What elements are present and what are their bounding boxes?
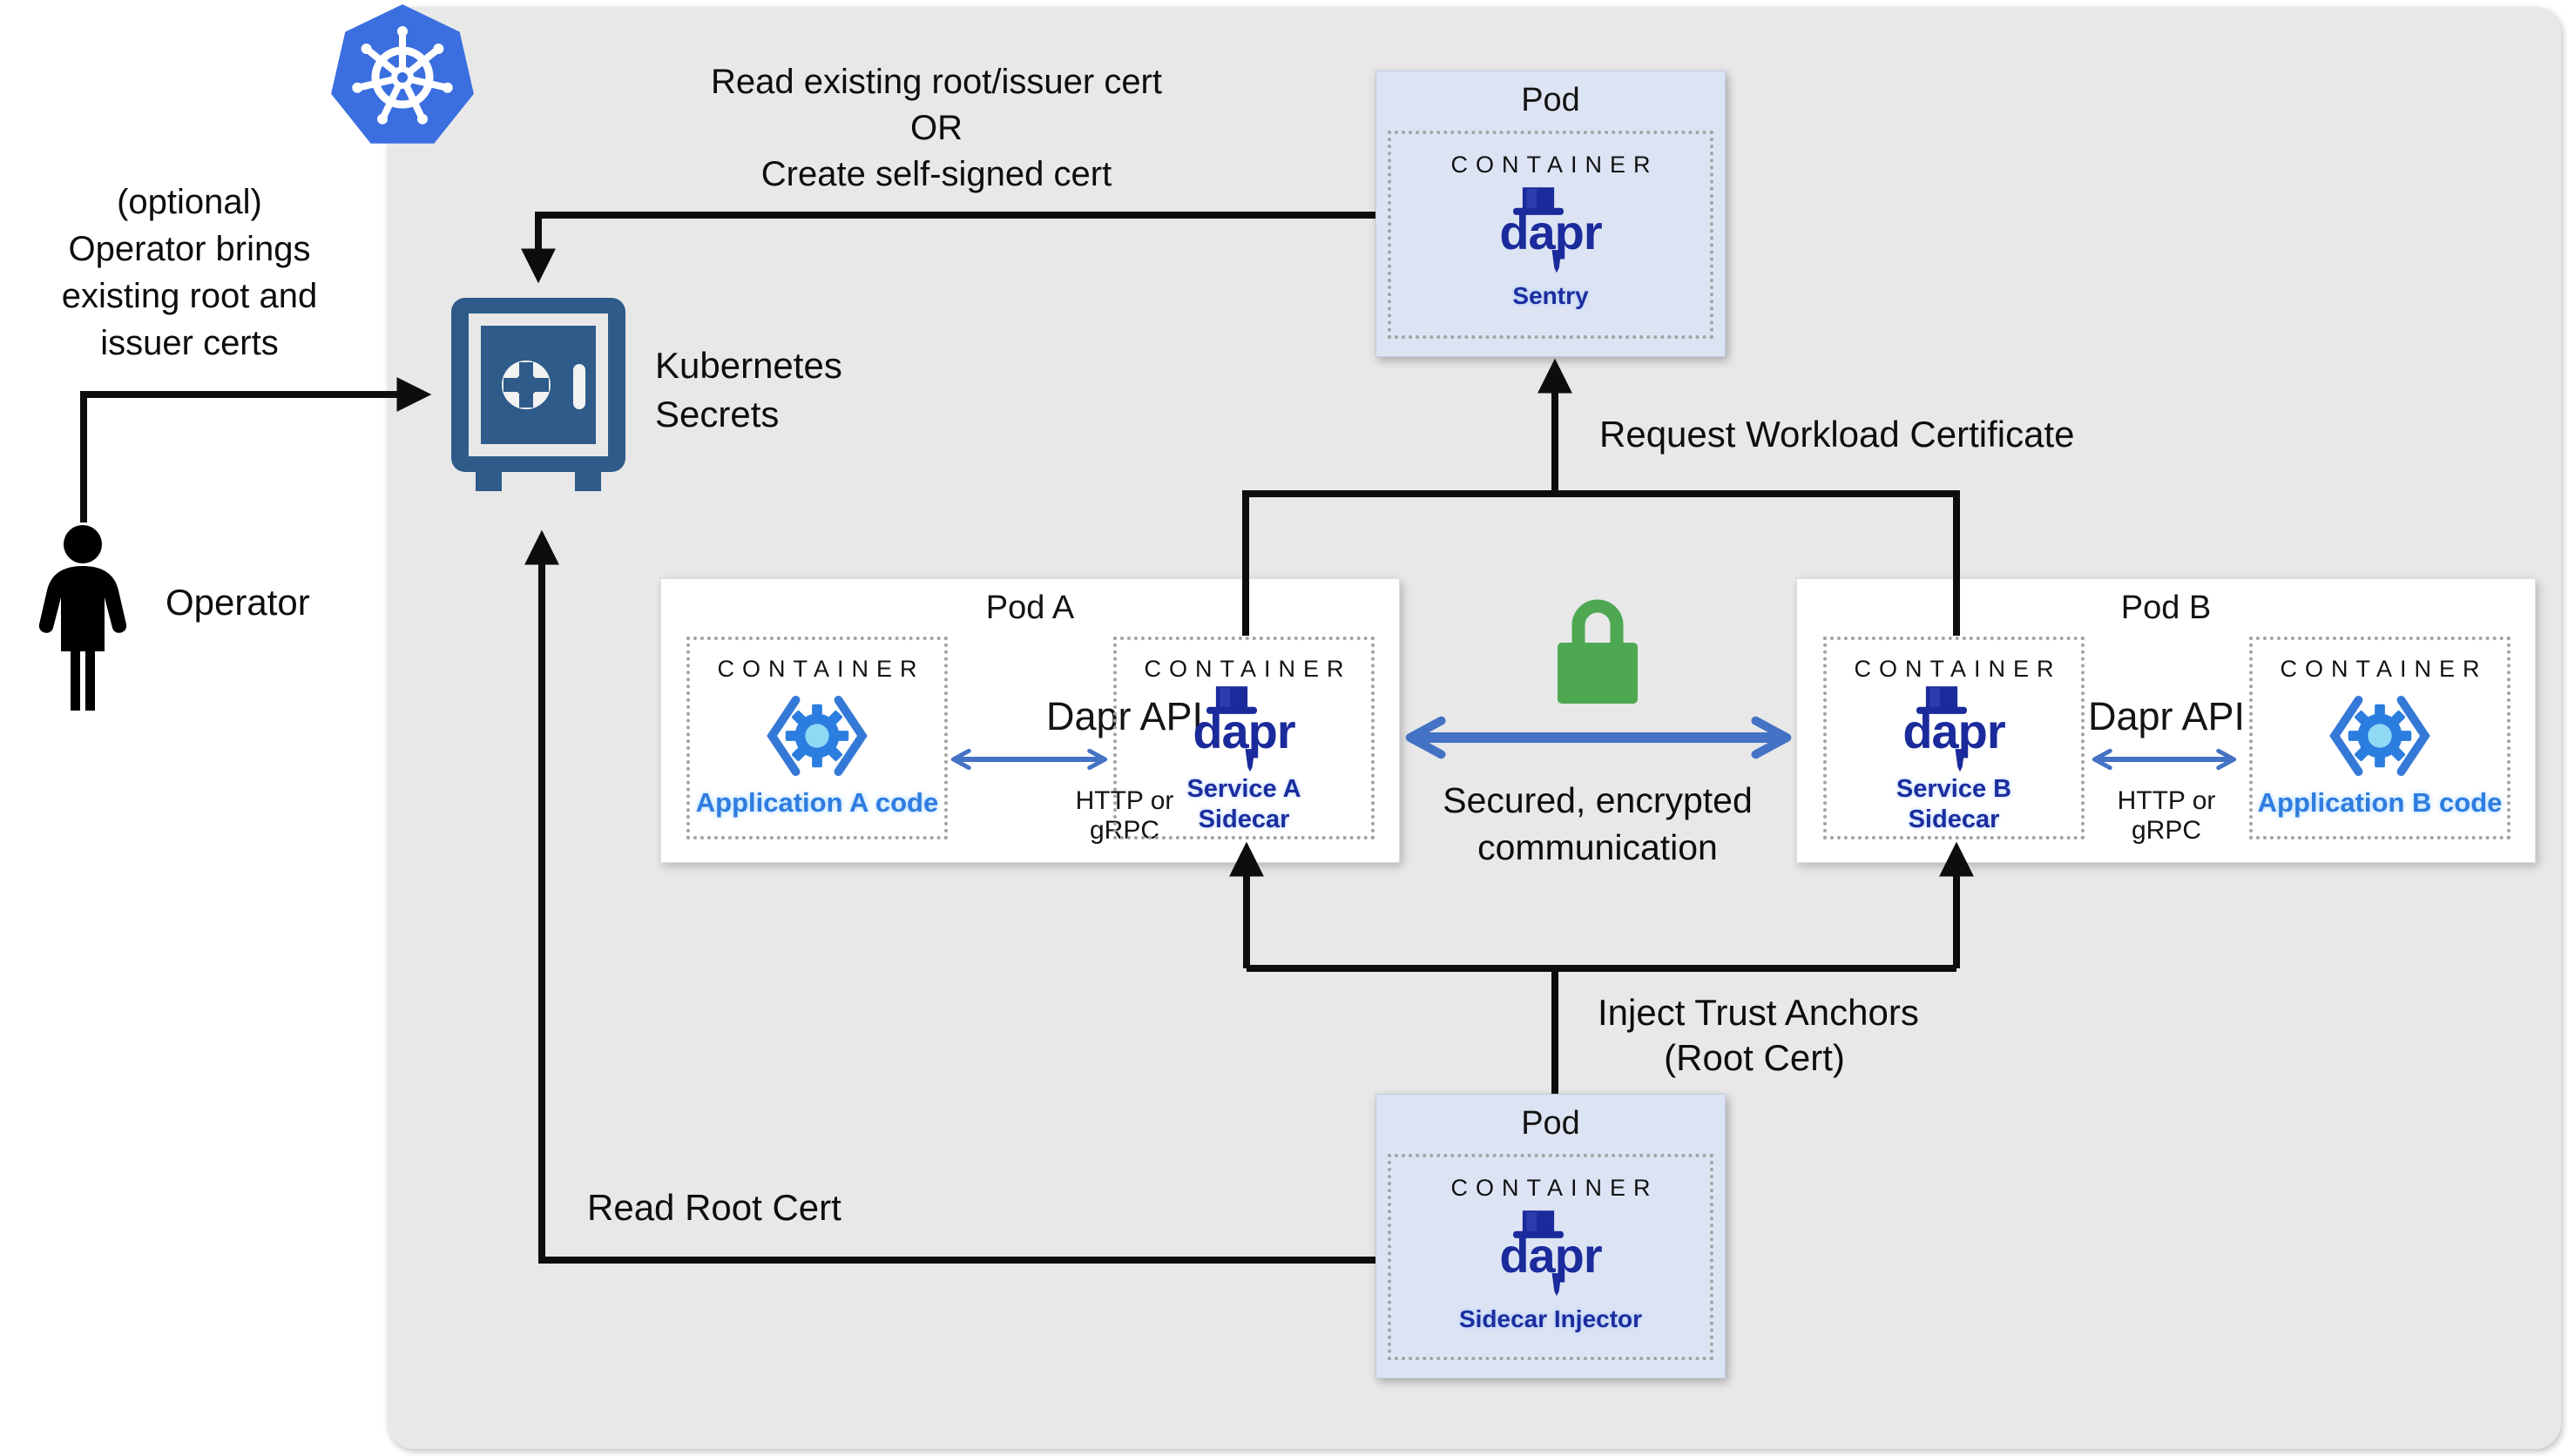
- dapr-logo: dapr: [1902, 686, 2006, 774]
- app-b-name: Application B code: [2257, 787, 2503, 818]
- secured-line: communication: [1477, 827, 1718, 867]
- read-or-create-line: Create self-signed cert: [760, 155, 1112, 193]
- dapr-logo: dapr: [1499, 1210, 1603, 1298]
- sentry-pod-title: Pod: [1521, 82, 1580, 118]
- secrets-label-line: Kubernetes: [655, 345, 842, 386]
- http-grpc-label-b: HTTP or gRPC: [2117, 786, 2216, 845]
- sentry-container: CONTAINER dapr Sentry: [1388, 131, 1713, 339]
- padlock-icon: [1558, 599, 1638, 704]
- pod-a-app-container: CONTAINER Application A code: [686, 637, 948, 839]
- pod-b-app-container: CONTAINER Application B code: [2249, 637, 2511, 839]
- pod-b-sidecar-container: CONTAINER dapr Service B Sidecar: [1823, 637, 2085, 839]
- dapr-wordmark: dapr: [1193, 704, 1295, 758]
- optional-note-line: (optional): [117, 183, 262, 221]
- optional-note-line: existing root and: [61, 277, 318, 315]
- container-label: CONTAINER: [1144, 656, 1352, 682]
- dapr-tie-icon: [1551, 1273, 1562, 1297]
- secrets-safe-icon: [451, 298, 625, 491]
- optional-note: (optional) Operator brings existing root…: [22, 179, 357, 367]
- dapr-hat-icon: [1512, 1210, 1564, 1238]
- container-label: CONTAINER: [1854, 656, 2062, 682]
- pod-a-sidecar-container: CONTAINER dapr Service A Sidecar: [1113, 637, 1375, 839]
- dapr-tie-icon: [1955, 749, 1965, 772]
- sidecar-a-name: Service A: [1186, 775, 1301, 803]
- dapr-tie-icon: [1245, 749, 1255, 772]
- injector-name: Sidecar Injector: [1458, 1305, 1643, 1332]
- inject-trust-label: Inject Trust Anchors: [1598, 992, 1919, 1033]
- dapr-wordmark: dapr: [1499, 1228, 1602, 1283]
- read-root-label: Read Root Cert: [587, 1187, 841, 1228]
- dapr-hat-icon: [1512, 187, 1564, 215]
- sidecar-injector-pod: Pod CONTAINER dapr Sidecar Injector: [1375, 1094, 1726, 1378]
- secured-communication-label: Secured, encrypted communication: [1402, 777, 1794, 871]
- application-code-icon: [767, 695, 868, 777]
- dapr-logo: dapr: [1193, 686, 1296, 774]
- pod-a-title: Pod A: [985, 590, 1075, 626]
- secrets-label-line: Secrets: [655, 394, 780, 435]
- operator-person-icon: [38, 525, 127, 711]
- dapr-wordmark: dapr: [1902, 704, 2005, 758]
- root-cert-label: (Root Cert): [1664, 1037, 1845, 1078]
- injector-pod-title: Pod: [1521, 1105, 1580, 1142]
- dapr-tie-icon: [1551, 250, 1562, 273]
- read-or-create-cert-note: Read existing root/issuer cert OR Create…: [688, 59, 1185, 198]
- kubernetes-logo-icon: [331, 4, 474, 144]
- container-label: CONTAINER: [1450, 152, 1659, 178]
- container-label: CONTAINER: [2280, 656, 2488, 682]
- dapr-api-label-b: Dapr API: [2087, 694, 2246, 738]
- dapr-hat-icon: [1916, 686, 1967, 714]
- request-workload-label: Request Workload Certificate: [1599, 414, 2075, 455]
- optional-note-line: Operator brings: [68, 230, 311, 268]
- application-code-icon: [2329, 695, 2430, 777]
- sidecar-a-name: Sidecar: [1198, 806, 1290, 833]
- arrow-operator-to-secrets: [80, 377, 432, 522]
- pod-a: Pod A CONTAINER Application A: [660, 578, 1400, 863]
- pod-b-title: Pod B: [2120, 590, 2212, 626]
- read-or-create-line: OR: [910, 109, 963, 147]
- app-a-name: Application A code: [695, 787, 939, 818]
- sidecar-b-name: Service B: [1896, 775, 2012, 803]
- secured-line: Secured, encrypted: [1443, 780, 1753, 820]
- secrets-label: Kubernetes Secrets: [655, 341, 842, 439]
- operator-label: Operator: [166, 582, 310, 623]
- dapr-logo: dapr: [1499, 187, 1603, 275]
- dapr-hat-icon: [1206, 686, 1257, 714]
- container-label: CONTAINER: [1450, 1175, 1659, 1201]
- dapr-wordmark: dapr: [1499, 205, 1602, 260]
- sentry-name: Sentry: [1512, 282, 1589, 309]
- injector-container: CONTAINER dapr Sidecar Injector: [1388, 1154, 1713, 1360]
- sidecar-b-name: Sidecar: [1908, 806, 2000, 833]
- optional-note-line: issuer certs: [100, 324, 279, 362]
- sentry-pod: Pod CONTAINER dapr Sentry: [1375, 71, 1726, 357]
- container-label: CONTAINER: [717, 656, 925, 682]
- pod-b: Pod B CONTAINER dapr Service B Sidecar D…: [1796, 578, 2536, 863]
- read-or-create-line: Read existing root/issuer cert: [710, 63, 1162, 101]
